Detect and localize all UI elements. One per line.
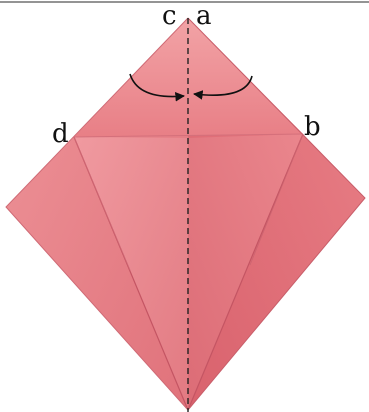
outer-edge-left (5, 17, 189, 411)
label-a: a (196, 1, 212, 31)
outer-edge-right (187, 17, 366, 411)
top-triangle (74, 18, 303, 137)
label-b: b (304, 112, 321, 142)
crease-left-diagonal (73, 136, 131, 271)
right-fold-arrow (193, 75, 253, 100)
kite-edge-right (187, 133, 304, 411)
left-fold-arrow (129, 73, 185, 102)
crease-right-diagonal (249, 133, 304, 266)
label-c: c (162, 1, 177, 31)
label-d: d (52, 119, 69, 149)
paper-model (5, 17, 366, 411)
kite-top-edge (73, 133, 304, 138)
